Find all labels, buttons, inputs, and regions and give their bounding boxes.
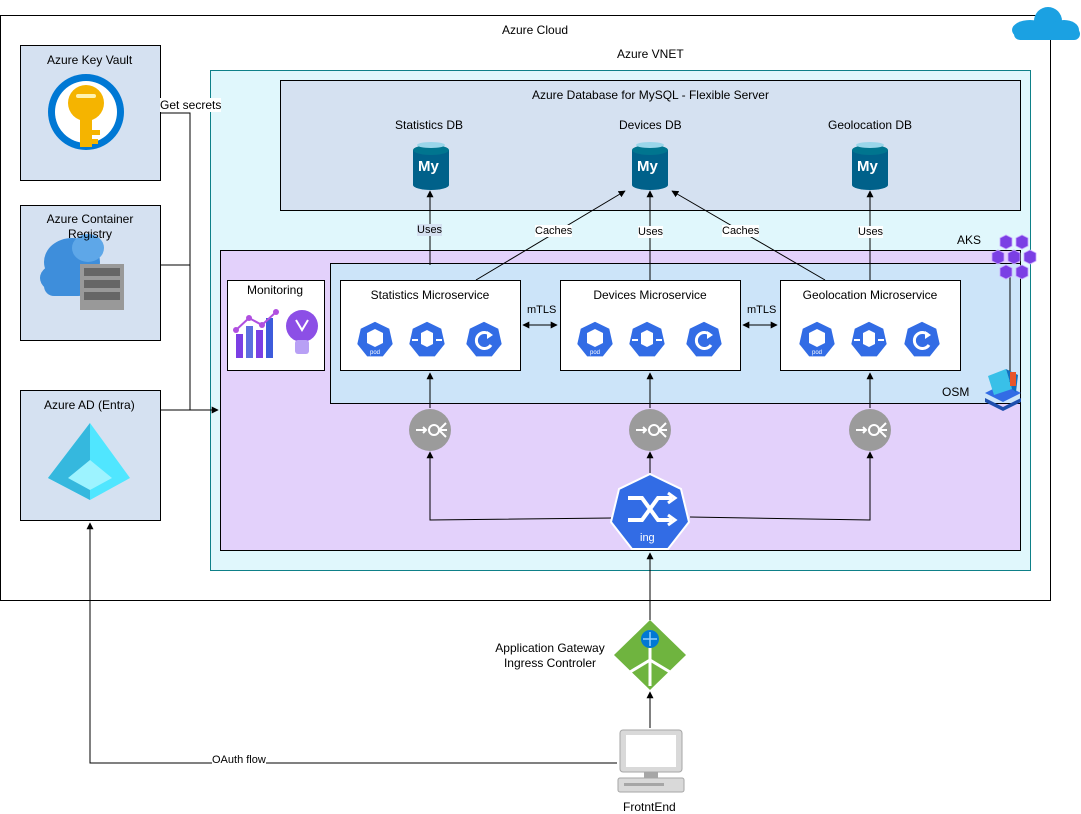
db-icon-text: My: [637, 158, 658, 175]
aks-cube: [1015, 264, 1029, 280]
application-gateway-icon: [614, 620, 686, 690]
azure-ad-icon: [48, 423, 130, 500]
deploy-icon: [849, 320, 889, 358]
container-registry-icon: [40, 234, 124, 310]
replicaset-icon: [464, 320, 504, 358]
monitoring-title: Monitoring: [247, 283, 304, 297]
computer-icon: [617, 729, 685, 793]
db-label-devices: Devices DB: [619, 118, 682, 132]
aks-cube: [991, 249, 1005, 265]
db-label-geolocation: Geolocation DB: [828, 118, 913, 132]
deploy-icon: [407, 320, 447, 358]
edge-ingress-to-svc1: [426, 451, 613, 521]
replicaset-icon: [902, 320, 942, 358]
edge-ingress-to-svc3: [689, 451, 874, 521]
db-label-statistics: Statistics DB: [395, 118, 464, 132]
aks-cube: [999, 264, 1013, 280]
microservice-title-statistics: Statistics Microservice: [370, 288, 490, 302]
service-icon: [409, 409, 451, 451]
aks-icon: [991, 234, 1037, 280]
ingress-icon-text: ing: [640, 532, 655, 544]
mysql-icon: [852, 142, 888, 190]
service-icon: [849, 409, 891, 451]
pod-icon-text: pod: [812, 350, 822, 356]
edge-label-uses: Uses: [858, 226, 884, 238]
edge-get-secrets: [160, 112, 219, 414]
container-registry-title: Azure Container Registry: [46, 212, 134, 241]
osm-title: OSM: [942, 385, 970, 399]
mysql-server-title: Azure Database for MySQL - Flexible Serv…: [532, 88, 769, 102]
edge-oauth-flow: [86, 522, 617, 764]
azure-cloud-icon: [1012, 7, 1080, 40]
osm-icon: [985, 369, 1021, 411]
edge-label-get-secrets: Get secrets: [160, 98, 222, 112]
gateway-title-line1: Application Gateway: [495, 641, 605, 655]
gateway-title-line2: Ingress Controler: [503, 656, 597, 670]
pod-icon: pod: [575, 320, 615, 358]
azure-cloud-title: Azure Cloud: [502, 23, 569, 37]
edge-label-uses: Uses: [638, 226, 664, 238]
pod-icon-text: pod: [370, 350, 380, 356]
k8s-icons-group: pod pod pod: [355, 320, 942, 358]
mysql-icon: [632, 142, 668, 190]
edge-label-mtls: mTLS: [527, 304, 557, 316]
aks-title: AKS: [957, 233, 982, 247]
vnet-title: Azure VNET: [617, 47, 684, 61]
aks-cube: [1015, 234, 1029, 250]
aks-cube: [1007, 249, 1021, 265]
pod-icon: pod: [797, 320, 837, 358]
deploy-icon: [627, 320, 667, 358]
edge-label-caches: Caches: [535, 225, 573, 237]
monitoring-icon: [233, 309, 318, 358]
edge-label-oauth: OAuth flow: [212, 754, 266, 766]
microservice-title-geolocation: Geolocation Microservice: [802, 288, 938, 302]
frontend-title: FrotntEnd: [623, 800, 676, 814]
edge-label-mtls: mTLS: [747, 304, 777, 316]
gateway-title: Application Gateway Ingress Controler: [480, 641, 620, 671]
aks-cube: [999, 234, 1013, 250]
db-icon-text: My: [857, 158, 878, 175]
service-icon: [629, 409, 671, 451]
replicaset-icon: [684, 320, 724, 358]
microservice-title-devices: Devices Microservice: [593, 288, 707, 302]
mysql-icon: [413, 142, 449, 190]
db-icon-text: My: [418, 158, 439, 175]
edge-label-caches: Caches: [722, 225, 760, 237]
azure-ad-title: Azure AD (Entra): [44, 398, 135, 412]
key-vault-title: Azure Key Vault: [47, 53, 133, 67]
aks-cube: [1023, 249, 1037, 265]
pod-icon: pod: [355, 320, 395, 358]
key-icon: [48, 74, 124, 150]
edge-label-uses: Uses: [417, 224, 443, 236]
ingress-icon: [609, 472, 691, 550]
pod-icon-text: pod: [590, 350, 600, 356]
